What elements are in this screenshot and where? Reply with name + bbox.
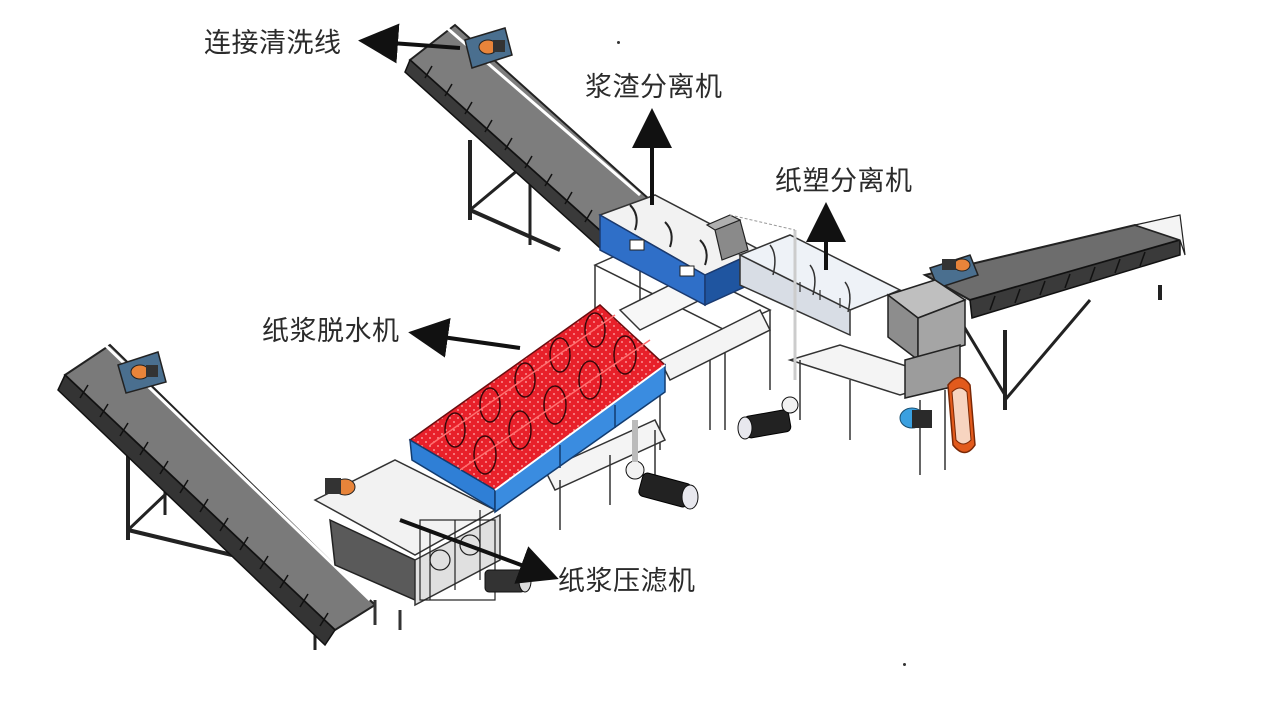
arrow-pulp-filter-press [399, 518, 559, 584]
pulp-filter-press [313, 459, 532, 630]
crusher [886, 279, 976, 454]
label-washing-line: 连接清洗线 [204, 28, 342, 59]
pumps [625, 396, 799, 510]
label-pulp-filter-press: 纸浆压滤机 [558, 566, 696, 597]
conveyor-right [922, 214, 1186, 410]
conveyor-top-left [404, 20, 652, 252]
arrow-pulp-dewatering-machine [408, 317, 521, 358]
arrow-washing-line [358, 23, 461, 64]
label-pulp-residue-separator: 浆渣分离机 [585, 72, 723, 103]
label-pulp-dewatering-machine: 纸浆脱水机 [262, 316, 400, 347]
paper-plastic-separator [729, 214, 902, 380]
label-arrows [358, 23, 846, 584]
stray-dot [903, 663, 906, 666]
pulp-residue-separator [598, 194, 762, 307]
stray-dot [617, 41, 620, 44]
pulp-dewatering-machine [408, 304, 667, 514]
conveyor-bottom-left [57, 338, 377, 650]
label-paper-plastic-separator: 纸塑分离机 [775, 166, 913, 197]
